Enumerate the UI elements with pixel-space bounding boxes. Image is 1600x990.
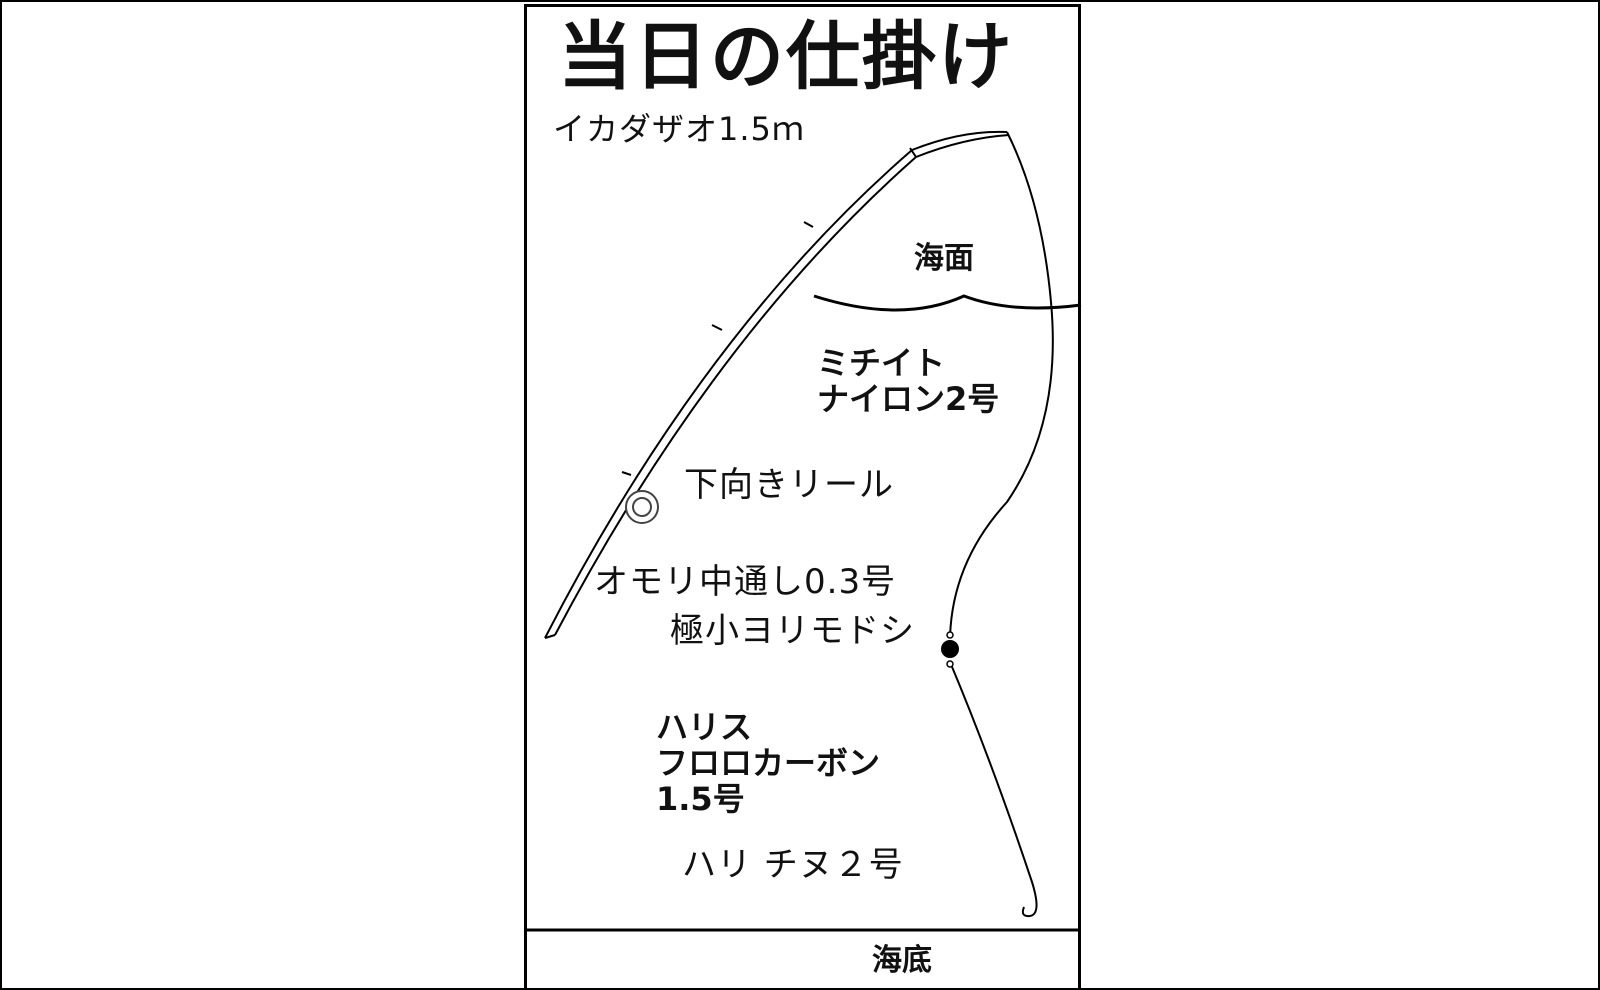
swivel-ring xyxy=(946,631,954,639)
hook-label: ハリ チヌ２号 xyxy=(682,845,904,885)
swivel-ring xyxy=(946,660,954,668)
reel-label: 下向きリール xyxy=(684,465,894,505)
rig-diagram-panel xyxy=(524,4,1081,988)
sinker-label: オモリ中通し0.3号 xyxy=(594,562,897,602)
main-line-label-2: ナイロン2号 xyxy=(817,379,1000,418)
fishing-rod xyxy=(544,130,1008,639)
leader-label-3: 1.5号 xyxy=(656,779,745,818)
rod-joint xyxy=(909,147,917,158)
leader-label-1: ハリス xyxy=(656,708,753,746)
rod-joint xyxy=(803,221,814,228)
page-title: 当日の仕掛け xyxy=(558,14,1014,100)
sea-bottom-label: 海底 xyxy=(872,943,932,978)
swivel-icon xyxy=(941,640,959,658)
rod-label: イカダザオ1.5ｍ xyxy=(553,110,805,148)
leader-line xyxy=(949,661,1038,918)
rod-joint xyxy=(621,471,632,476)
fishing-line xyxy=(949,131,1054,639)
sea-surface-wave xyxy=(813,294,1082,312)
sea-surface-label: 海面 xyxy=(914,241,974,276)
main-line-label-1: ミチイト xyxy=(817,344,946,382)
swivel-label: 極小ヨリモドシ xyxy=(670,611,915,651)
leader-label: ハリス フロロカーボン 1.5号 xyxy=(656,708,881,818)
main-line-label: ミチイト ナイロン2号 xyxy=(817,344,1000,418)
rod-joint xyxy=(711,324,723,331)
leader-label-2: フロロカーボン xyxy=(656,743,881,782)
